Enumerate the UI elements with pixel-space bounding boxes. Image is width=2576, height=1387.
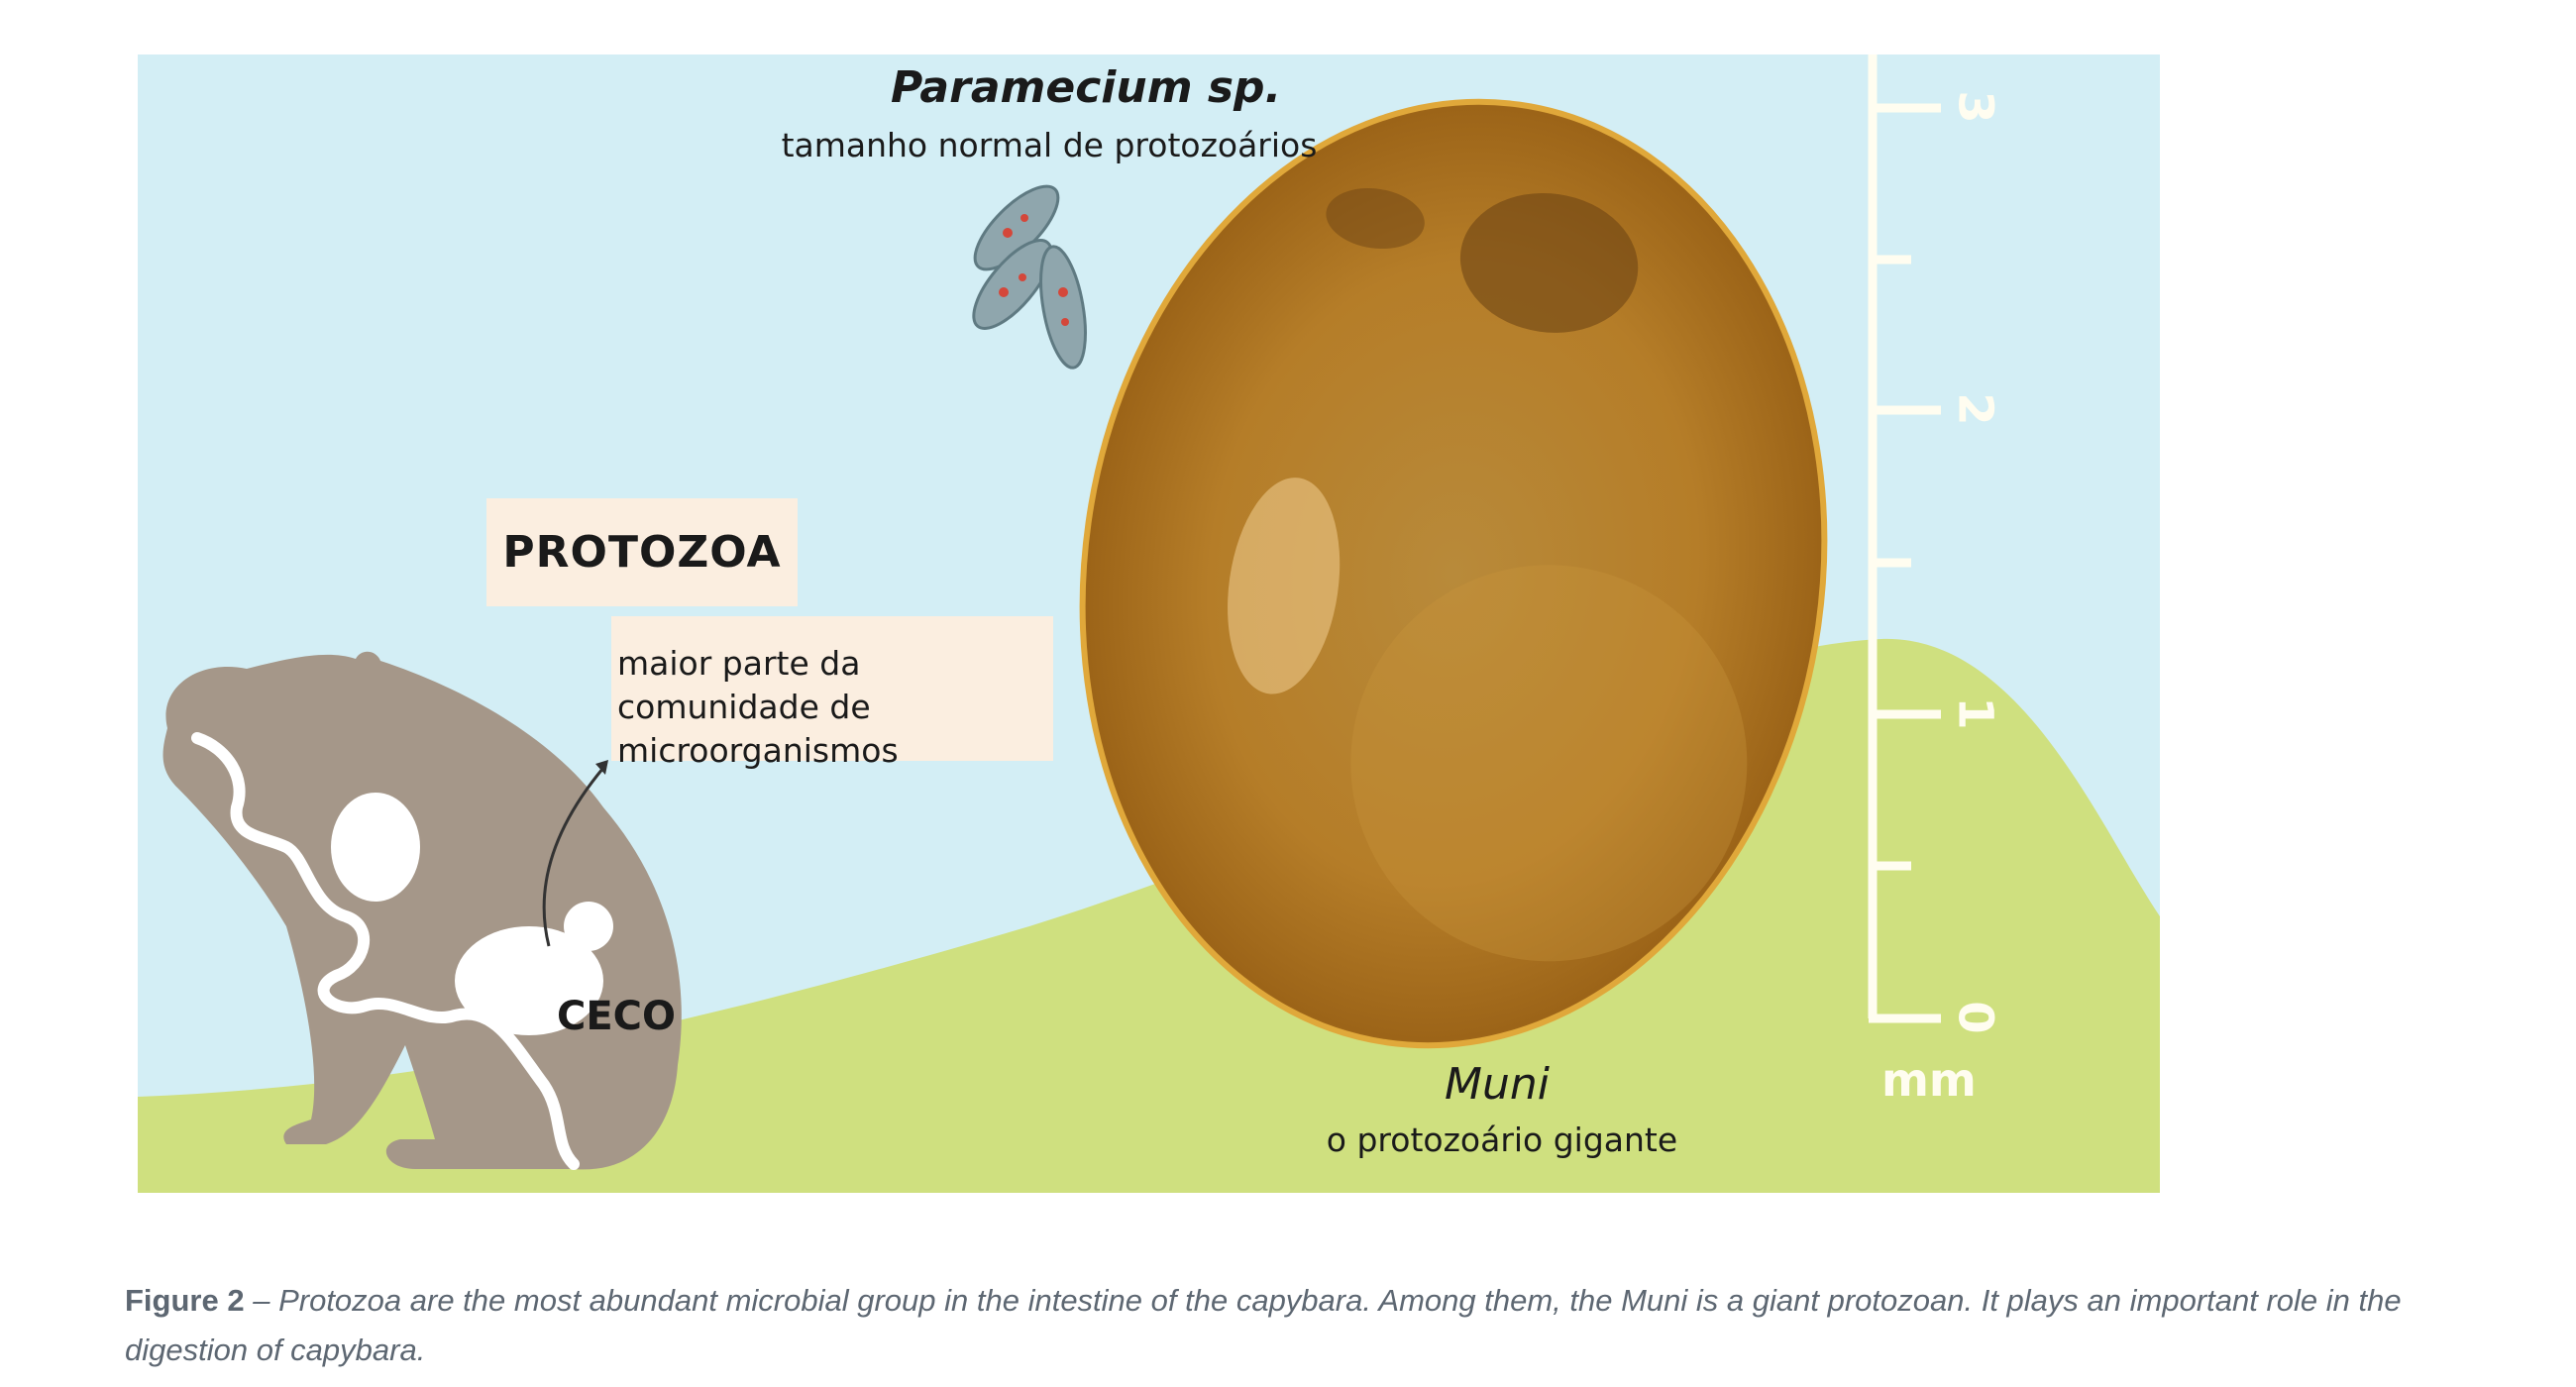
caption-label: Figure 2: [125, 1283, 245, 1318]
muni-cell: [1079, 98, 1828, 1049]
paramecium-cells: [972, 184, 1087, 370]
protozoa-label-box: PROTOZOA: [486, 498, 798, 606]
muni-title: Muni: [1445, 1059, 1550, 1110]
scale-tick-label-0: 0: [1947, 1001, 2003, 1034]
scale-tick-label-1: 1: [1947, 696, 2003, 730]
protozoa-label: PROTOZOA: [502, 527, 782, 578]
paramecium-subtitle: tamanho normal de protozoários: [781, 126, 1318, 164]
scale-unit-label: mm: [1881, 1053, 1977, 1107]
muni-subtitle: o protozoário gigante: [1326, 1120, 1678, 1159]
arrow-to-description: [542, 767, 605, 947]
protozoa-description: maior parte da comunidade de microorgani…: [617, 644, 899, 770]
protozoa-description-box: maior parte da comunidade de microorgani…: [611, 616, 1053, 770]
ceco-label: CECO: [557, 994, 677, 1039]
paramecium-title: Paramecium sp.: [891, 62, 1282, 113]
capybara-silhouette: [162, 651, 682, 1170]
scale-tick-label-3: 3: [1947, 90, 2003, 124]
figure-caption: Figure 2 – Protozoa are the most abundan…: [125, 1276, 2463, 1375]
figure-illustration: Paramecium sp. tamanho normal de protozo…: [138, 54, 2160, 1193]
caption-text: – Protozoa are the most abundant microbi…: [125, 1283, 2402, 1367]
illustration-canvas: [138, 54, 2160, 1193]
scale-tick-label-2: 2: [1947, 392, 2003, 426]
scale-ruler: [1868, 54, 1941, 1023]
